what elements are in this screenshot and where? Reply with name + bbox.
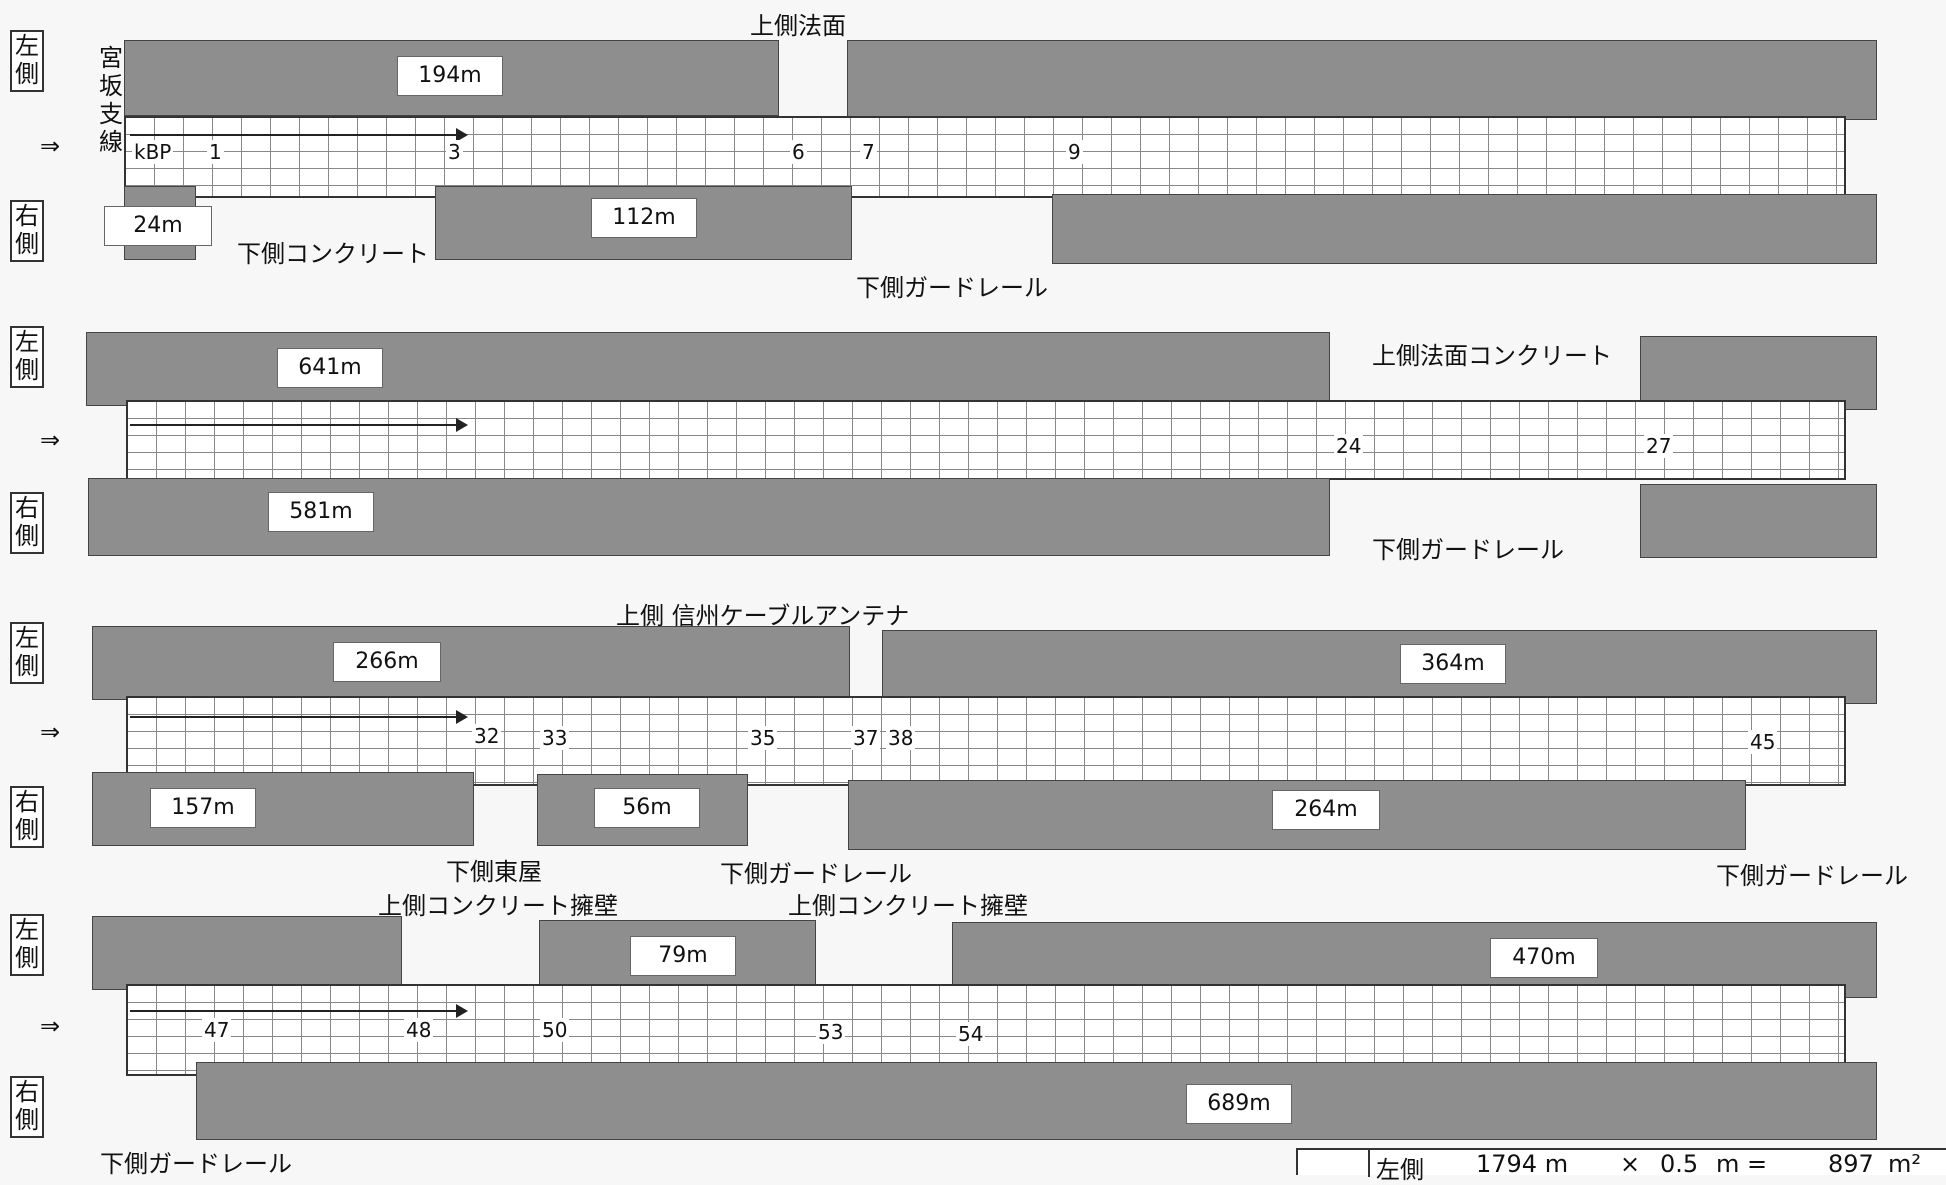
- length-label: 79m: [630, 936, 736, 976]
- right-band-2b: [1640, 484, 1877, 558]
- cable-antenna-note: 上側 信州ケーブルアンテナ: [616, 602, 910, 630]
- right-side-label: 右 側: [10, 200, 44, 262]
- upper-slope-concrete-note: 上側法面コンクリート: [1372, 342, 1612, 370]
- direction-arrow: ⇒: [40, 426, 61, 454]
- summary-unit-eq: m =: [1716, 1150, 1768, 1178]
- road-strip-3: [126, 696, 1846, 786]
- km-marker: 53: [816, 1020, 846, 1044]
- length-label: 689m: [1186, 1084, 1292, 1124]
- km-marker: 35: [748, 726, 778, 750]
- km-marker: 37: [851, 726, 881, 750]
- lower-guardrail-note: 下側ガードレール: [1716, 862, 1908, 890]
- length-label: 264m: [1272, 790, 1380, 830]
- line-name-label: 宮 坂 支 線: [99, 44, 123, 156]
- upper-slope-note: 上側法面: [750, 12, 846, 40]
- upper-retaining-wall-note: 上側コンクリート擁壁: [788, 892, 1028, 920]
- km-marker: 54: [956, 1022, 986, 1046]
- right-side-label: 右 側: [10, 786, 44, 848]
- right-band-1c: [1052, 194, 1877, 264]
- flow-arrow: [130, 710, 468, 724]
- left-band-4a: [92, 916, 402, 990]
- summary-area: 897: [1828, 1150, 1874, 1178]
- length-label: 112m: [591, 198, 697, 238]
- direction-arrow: ⇒: [40, 132, 61, 160]
- area-summary: 左側 1794 m × 0.5 m = 897 m²: [1296, 1148, 1946, 1184]
- road-strip-1: [124, 116, 1846, 198]
- left-side-label: 左 側: [10, 914, 44, 976]
- left-band-2a: [86, 332, 1330, 406]
- length-label: 641m: [277, 348, 383, 388]
- km-marker: 24: [1334, 434, 1364, 458]
- summary-width: 0.5: [1660, 1150, 1699, 1178]
- left-band-2b: [1640, 336, 1877, 410]
- direction-arrow: ⇒: [40, 718, 61, 746]
- km-marker: 1: [207, 140, 224, 164]
- km-marker: 32: [472, 724, 502, 748]
- lower-arbor-note: 下側東屋: [446, 858, 542, 886]
- km-marker: 48: [404, 1018, 434, 1042]
- lower-guardrail-note: 下側ガードレール: [1372, 536, 1564, 564]
- km-marker: 38: [886, 726, 916, 750]
- length-label: 470m: [1490, 938, 1598, 978]
- length-label: 56m: [594, 788, 700, 828]
- right-band-4: [196, 1062, 1877, 1140]
- summary-length: 1794 m: [1476, 1150, 1569, 1178]
- km-marker: 6: [790, 140, 807, 164]
- flow-arrow: [130, 128, 468, 142]
- summary-side: 左側: [1376, 1156, 1424, 1184]
- length-label: 581m: [268, 492, 374, 532]
- length-label: 364m: [1400, 644, 1506, 684]
- km-marker: 9: [1066, 140, 1083, 164]
- right-side-label: 右 側: [10, 492, 44, 554]
- left-band-1b: [847, 40, 1877, 120]
- km-marker: 50: [540, 1018, 570, 1042]
- km-marker: 27: [1644, 434, 1674, 458]
- km-marker: 33: [540, 726, 570, 750]
- right-side-label: 右 側: [10, 1076, 44, 1138]
- summary-times: ×: [1620, 1150, 1641, 1178]
- km-marker: 3: [446, 140, 463, 164]
- lower-concrete-note: 下側コンクリート: [237, 240, 429, 268]
- upper-retaining-wall-note: 上側コンクリート擁壁: [378, 892, 618, 920]
- direction-arrow: ⇒: [40, 1012, 61, 1040]
- left-side-label: 左 側: [10, 30, 44, 92]
- km-marker: 47: [202, 1018, 232, 1042]
- flow-arrow: [130, 1004, 468, 1018]
- left-band-3b: [882, 630, 1877, 704]
- lower-guardrail-note: 下側ガードレール: [100, 1150, 292, 1178]
- length-label: 266m: [333, 642, 441, 682]
- km-marker: 45: [1748, 730, 1778, 754]
- length-label: 194m: [397, 56, 503, 96]
- km-marker: 7: [860, 140, 877, 164]
- lower-guardrail-note: 下側ガードレール: [720, 860, 912, 888]
- left-side-label: 左 側: [10, 622, 44, 684]
- length-label: 157m: [150, 788, 256, 828]
- length-label: 24m: [104, 206, 212, 246]
- summary-area-unit: m²: [1888, 1150, 1921, 1178]
- lower-guardrail-note: 下側ガードレール: [856, 274, 1048, 302]
- left-side-label: 左 側: [10, 326, 44, 388]
- flow-arrow: [130, 418, 468, 432]
- left-band-3a: [92, 626, 850, 700]
- kbp-label: kBP: [132, 140, 174, 164]
- summary-divider: [1368, 1150, 1370, 1177]
- road-strip-2: [126, 400, 1846, 480]
